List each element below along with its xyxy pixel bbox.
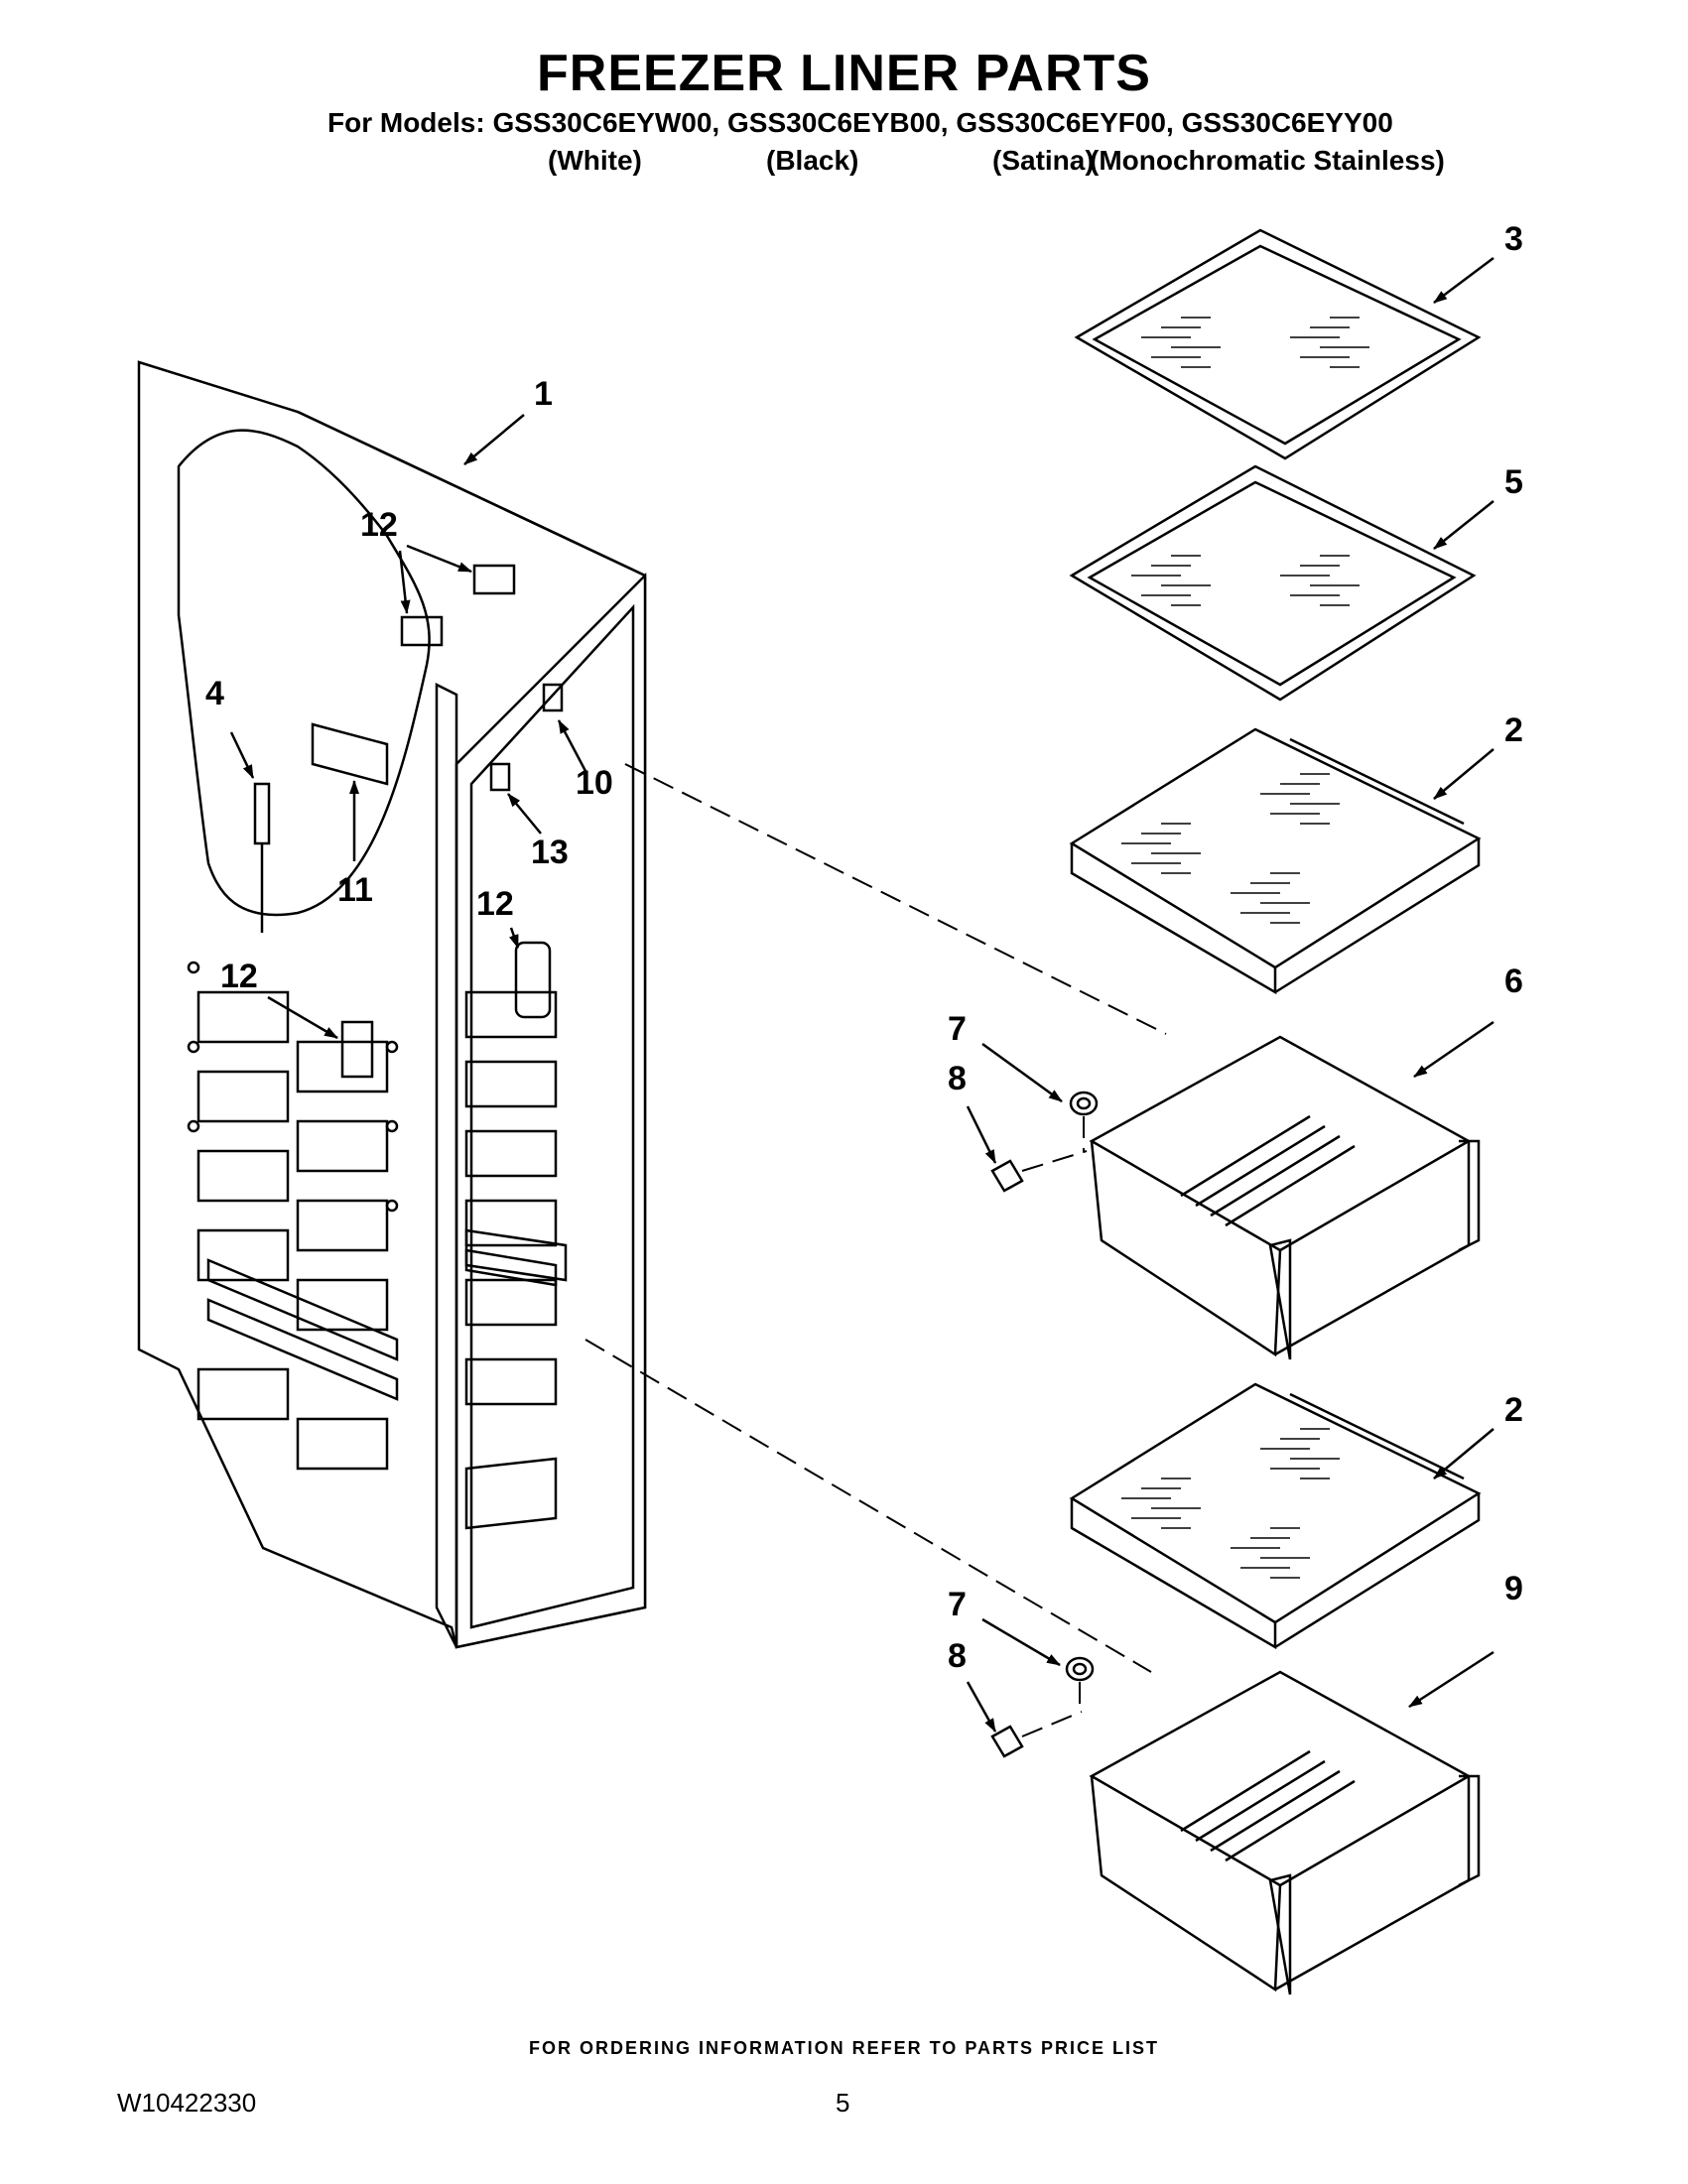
callout-2-lower: 2 — [1504, 1391, 1523, 1429]
callout-12-top: 12 — [360, 506, 398, 544]
callout-1: 1 — [534, 375, 553, 413]
callout-6: 6 — [1504, 963, 1523, 1000]
variant-satina: (Satina) — [992, 145, 1095, 176]
callout-10: 10 — [576, 764, 613, 802]
alignment-lines — [584, 763, 1167, 1737]
drawer-stud-lower — [990, 1725, 1024, 1758]
callout-7-lower: 7 — [948, 1586, 967, 1623]
drawer-roller-lower — [1065, 1656, 1095, 1682]
drawer-stud-upper — [990, 1159, 1024, 1193]
shelf-glass-middle — [1069, 464, 1477, 702]
shelf-frame-lower — [1069, 1382, 1482, 1650]
freezer-drawer-lower — [1089, 1670, 1481, 1995]
freezer-drawer-upper — [1089, 1035, 1481, 1360]
callout-12-side: 12 — [476, 885, 514, 923]
callout-5: 5 — [1504, 463, 1523, 501]
callout-12-back: 12 — [220, 958, 258, 995]
callout-13: 13 — [531, 834, 569, 871]
page-number: 5 — [836, 2088, 850, 2118]
shelf-frame-upper — [1069, 727, 1482, 995]
page-title: FREEZER LINER PARTS — [537, 45, 1151, 102]
callout-4: 4 — [205, 675, 224, 712]
callout-3: 3 — [1504, 220, 1523, 258]
callout-8-upper: 8 — [948, 1060, 967, 1097]
callout-11: 11 — [337, 871, 373, 909]
leader-arrows — [229, 257, 1494, 1733]
shelf-glass-top — [1074, 228, 1482, 460]
callout-7-upper: 7 — [948, 1010, 967, 1048]
callout-8-lower: 8 — [948, 1637, 967, 1675]
document-number: W10422330 — [117, 2088, 257, 2118]
models-line: For Models: GSS30C6EYW00, GSS30C6EYB00, … — [327, 107, 1393, 138]
callout-9: 9 — [1504, 1570, 1523, 1607]
freezer-liner — [137, 360, 647, 1649]
variant-monochromatic-stainless: (Monochromatic Stainless) — [1090, 145, 1445, 176]
callout-2-upper: 2 — [1504, 711, 1523, 749]
ordering-info-note: FOR ORDERING INFORMATION REFER TO PARTS … — [528, 2038, 1159, 2058]
variant-black: (Black) — [766, 145, 859, 176]
drawer-roller-upper — [1069, 1091, 1099, 1116]
variant-white: (White) — [548, 145, 642, 176]
